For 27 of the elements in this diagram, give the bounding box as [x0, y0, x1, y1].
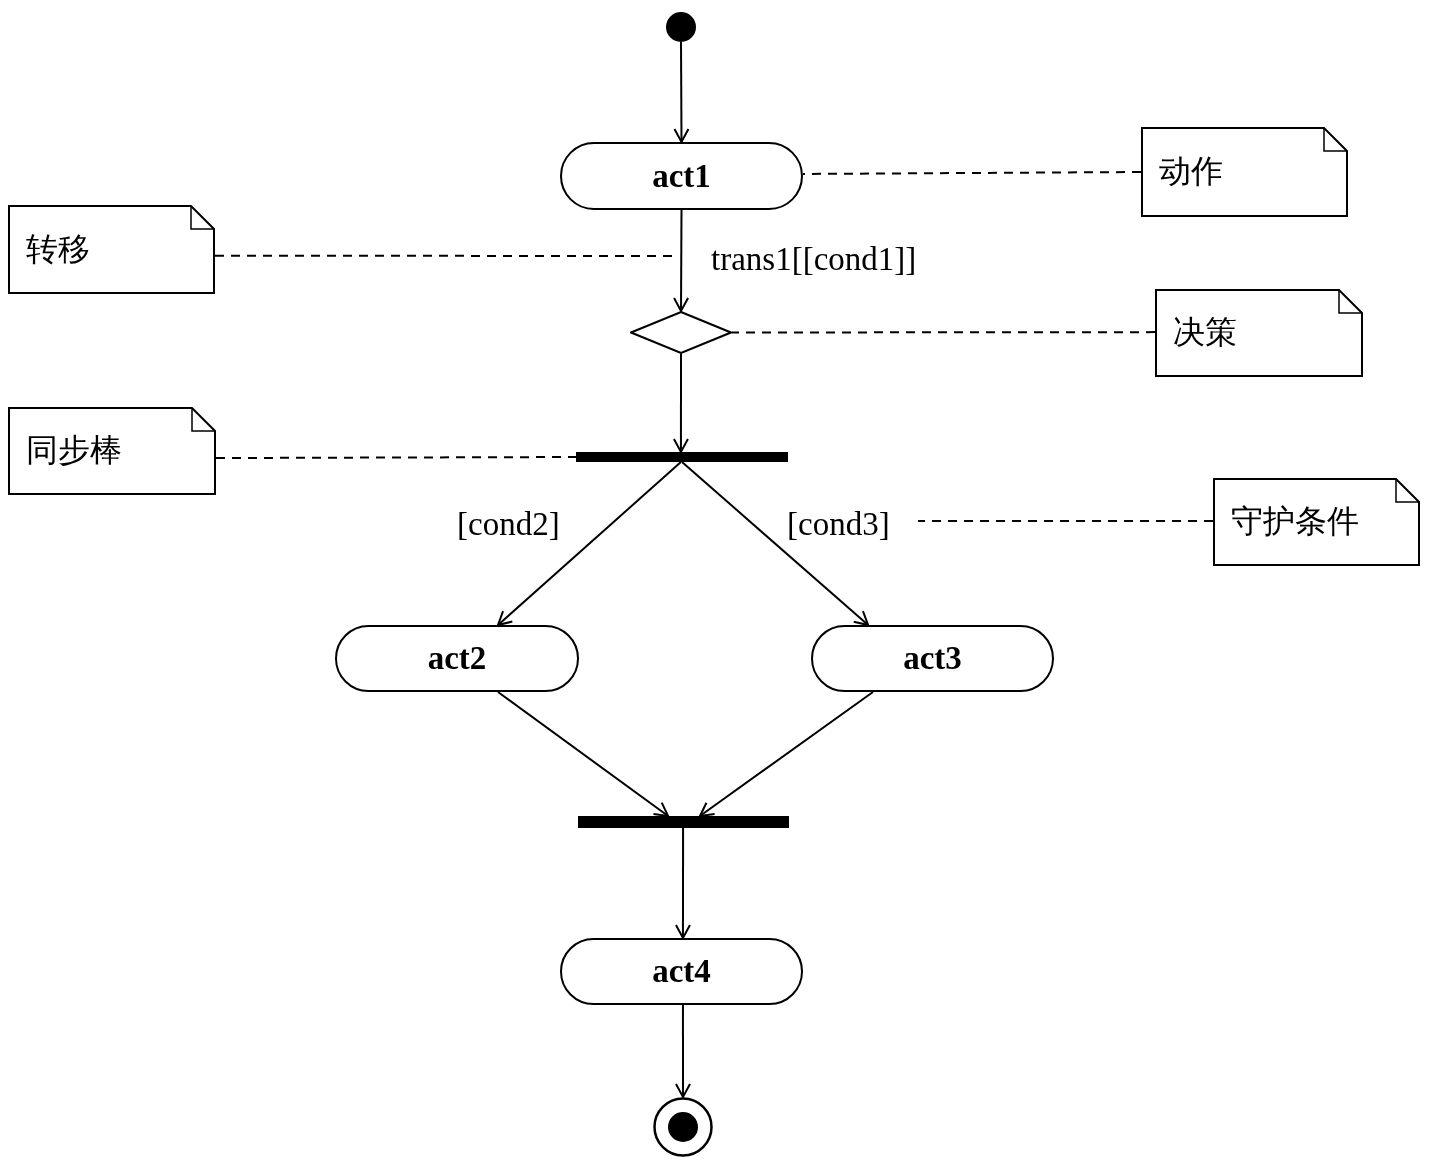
arrow — [675, 1004, 691, 1098]
note-box: 守护条件 — [1213, 478, 1420, 566]
end-circle — [653, 1097, 713, 1157]
sync-bar — [578, 816, 789, 828]
action-box: act4 — [560, 938, 803, 1005]
arrow — [698, 691, 874, 817]
leader-line — [802, 171, 1142, 175]
sync-bar — [576, 452, 788, 462]
start-dot — [666, 12, 696, 42]
arrow — [497, 461, 682, 626]
action-box: act3 — [811, 625, 1054, 692]
leader-line — [731, 331, 1156, 334]
arrow — [674, 827, 691, 939]
leader-line — [917, 520, 1214, 523]
arrow — [497, 691, 670, 817]
decision-diamond — [630, 311, 732, 354]
arrow — [673, 209, 690, 312]
action-box: act2 — [335, 625, 579, 692]
action-box: act1 — [560, 142, 803, 210]
note-box: 动作 — [1141, 127, 1348, 217]
note-box: 同步棒 — [8, 407, 216, 495]
note-box: 转移 — [8, 205, 215, 294]
note-box: 决策 — [1155, 289, 1363, 377]
arrow — [672, 353, 689, 453]
leader-line — [215, 456, 577, 460]
arrow — [681, 461, 870, 626]
arrow — [673, 41, 690, 143]
